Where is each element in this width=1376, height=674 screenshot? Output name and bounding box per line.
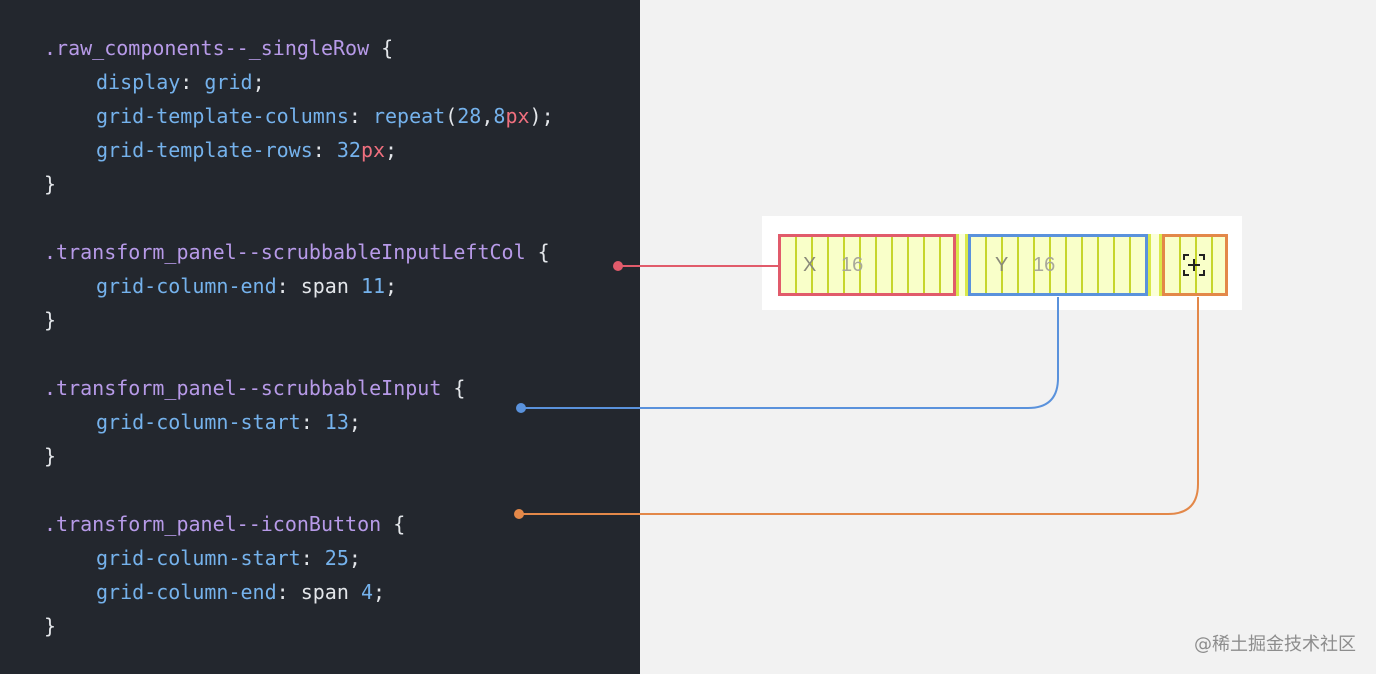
paren: ( <box>445 104 458 128</box>
comma: , <box>481 104 494 128</box>
css-number: 8 <box>493 104 506 128</box>
code-line: .raw_components--_singleRow { <box>44 31 393 65</box>
css-property: grid-template-rows <box>96 138 313 162</box>
y-scrubbable-input[interactable]: Y 16 <box>968 234 1148 296</box>
code-line: } <box>44 439 56 473</box>
code-line: .transform_panel--iconButton { <box>44 507 405 541</box>
css-selector: .transform_panel--scrubbableInputLeftCol <box>44 240 526 264</box>
colon: : <box>276 274 301 298</box>
code-line: grid-column-start: 13; <box>96 405 361 439</box>
css-selector: .raw_components--_singleRow <box>44 36 370 60</box>
css-unit: px <box>360 138 386 162</box>
code-line: grid-template-rows: 32px; <box>96 133 397 167</box>
code-line: grid-template-columns: repeat(28,8px); <box>96 99 554 133</box>
grid-preview-card: X 16 Y 16 <box>762 216 1242 310</box>
colon: : <box>180 70 205 94</box>
colon: : <box>348 104 373 128</box>
css-keyword: span <box>300 274 349 298</box>
semicolon: ; <box>348 546 361 570</box>
colon: : <box>300 410 325 434</box>
semicolon: ; <box>385 274 398 298</box>
css-value: grid <box>204 70 253 94</box>
css-property: grid-template-columns <box>96 104 349 128</box>
open-brace: { <box>441 376 466 400</box>
space <box>349 274 361 298</box>
x-label: X <box>803 254 817 276</box>
colon: : <box>300 546 325 570</box>
open-brace: { <box>525 240 550 264</box>
close-brace: } <box>44 614 57 638</box>
css-number: 32 <box>336 138 361 162</box>
css-number: 13 <box>324 410 349 434</box>
x-value: 16 <box>841 254 864 276</box>
code-line: grid-column-start: 25; <box>96 541 361 575</box>
css-property: grid-column-end <box>96 580 277 604</box>
css-property: grid-column-start <box>96 410 301 434</box>
colon: : <box>276 580 301 604</box>
css-number: 25 <box>324 546 349 570</box>
colon: : <box>312 138 337 162</box>
semicolon: ; <box>348 410 361 434</box>
code-line: .transform_panel--scrubbableInputLeftCol… <box>44 235 550 269</box>
css-number: 4 <box>360 580 373 604</box>
css-property: grid-column-end <box>96 274 277 298</box>
css-function: repeat <box>372 104 446 128</box>
space <box>349 580 361 604</box>
semicolon: ; <box>372 580 386 604</box>
grid-gap <box>956 234 968 296</box>
css-selector: .transform_panel--iconButton <box>44 512 382 536</box>
grid-gap <box>1148 234 1162 296</box>
css-number: 11 <box>360 274 386 298</box>
open-brace: { <box>381 512 406 536</box>
y-value: 16 <box>1033 254 1056 276</box>
code-line: display: grid; <box>96 65 265 99</box>
semicolon: ; <box>252 70 265 94</box>
code-line: grid-column-end: span 4; <box>96 575 385 609</box>
watermark: @稀土掘金技术社区 <box>1194 634 1356 655</box>
semicolon: ; <box>541 104 554 128</box>
y-label: Y <box>995 254 1009 276</box>
css-property: grid-column-start <box>96 546 301 570</box>
css-unit: px <box>505 104 530 128</box>
expand-cross-icon <box>1183 254 1205 276</box>
close-brace: } <box>44 308 57 332</box>
css-keyword: span <box>300 580 349 604</box>
open-brace: { <box>369 36 394 60</box>
css-number: 28 <box>457 104 482 128</box>
paren: ) <box>529 104 542 128</box>
code-line: } <box>44 167 56 201</box>
close-brace: } <box>44 172 57 196</box>
code-line: grid-column-end: span 11; <box>96 269 397 303</box>
semicolon: ; <box>385 138 398 162</box>
css-selector: .transform_panel--scrubbableInput <box>44 376 442 400</box>
code-line: } <box>44 303 56 337</box>
close-brace: } <box>44 444 57 468</box>
css-property: display <box>96 70 181 94</box>
code-line: } <box>44 609 56 643</box>
code-line: .transform_panel--scrubbableInput { <box>44 371 465 405</box>
icon-button[interactable] <box>1162 234 1228 296</box>
code-panel: .raw_components--_singleRow { display: g… <box>0 0 640 674</box>
x-scrubbable-input[interactable]: X 16 <box>778 234 956 296</box>
